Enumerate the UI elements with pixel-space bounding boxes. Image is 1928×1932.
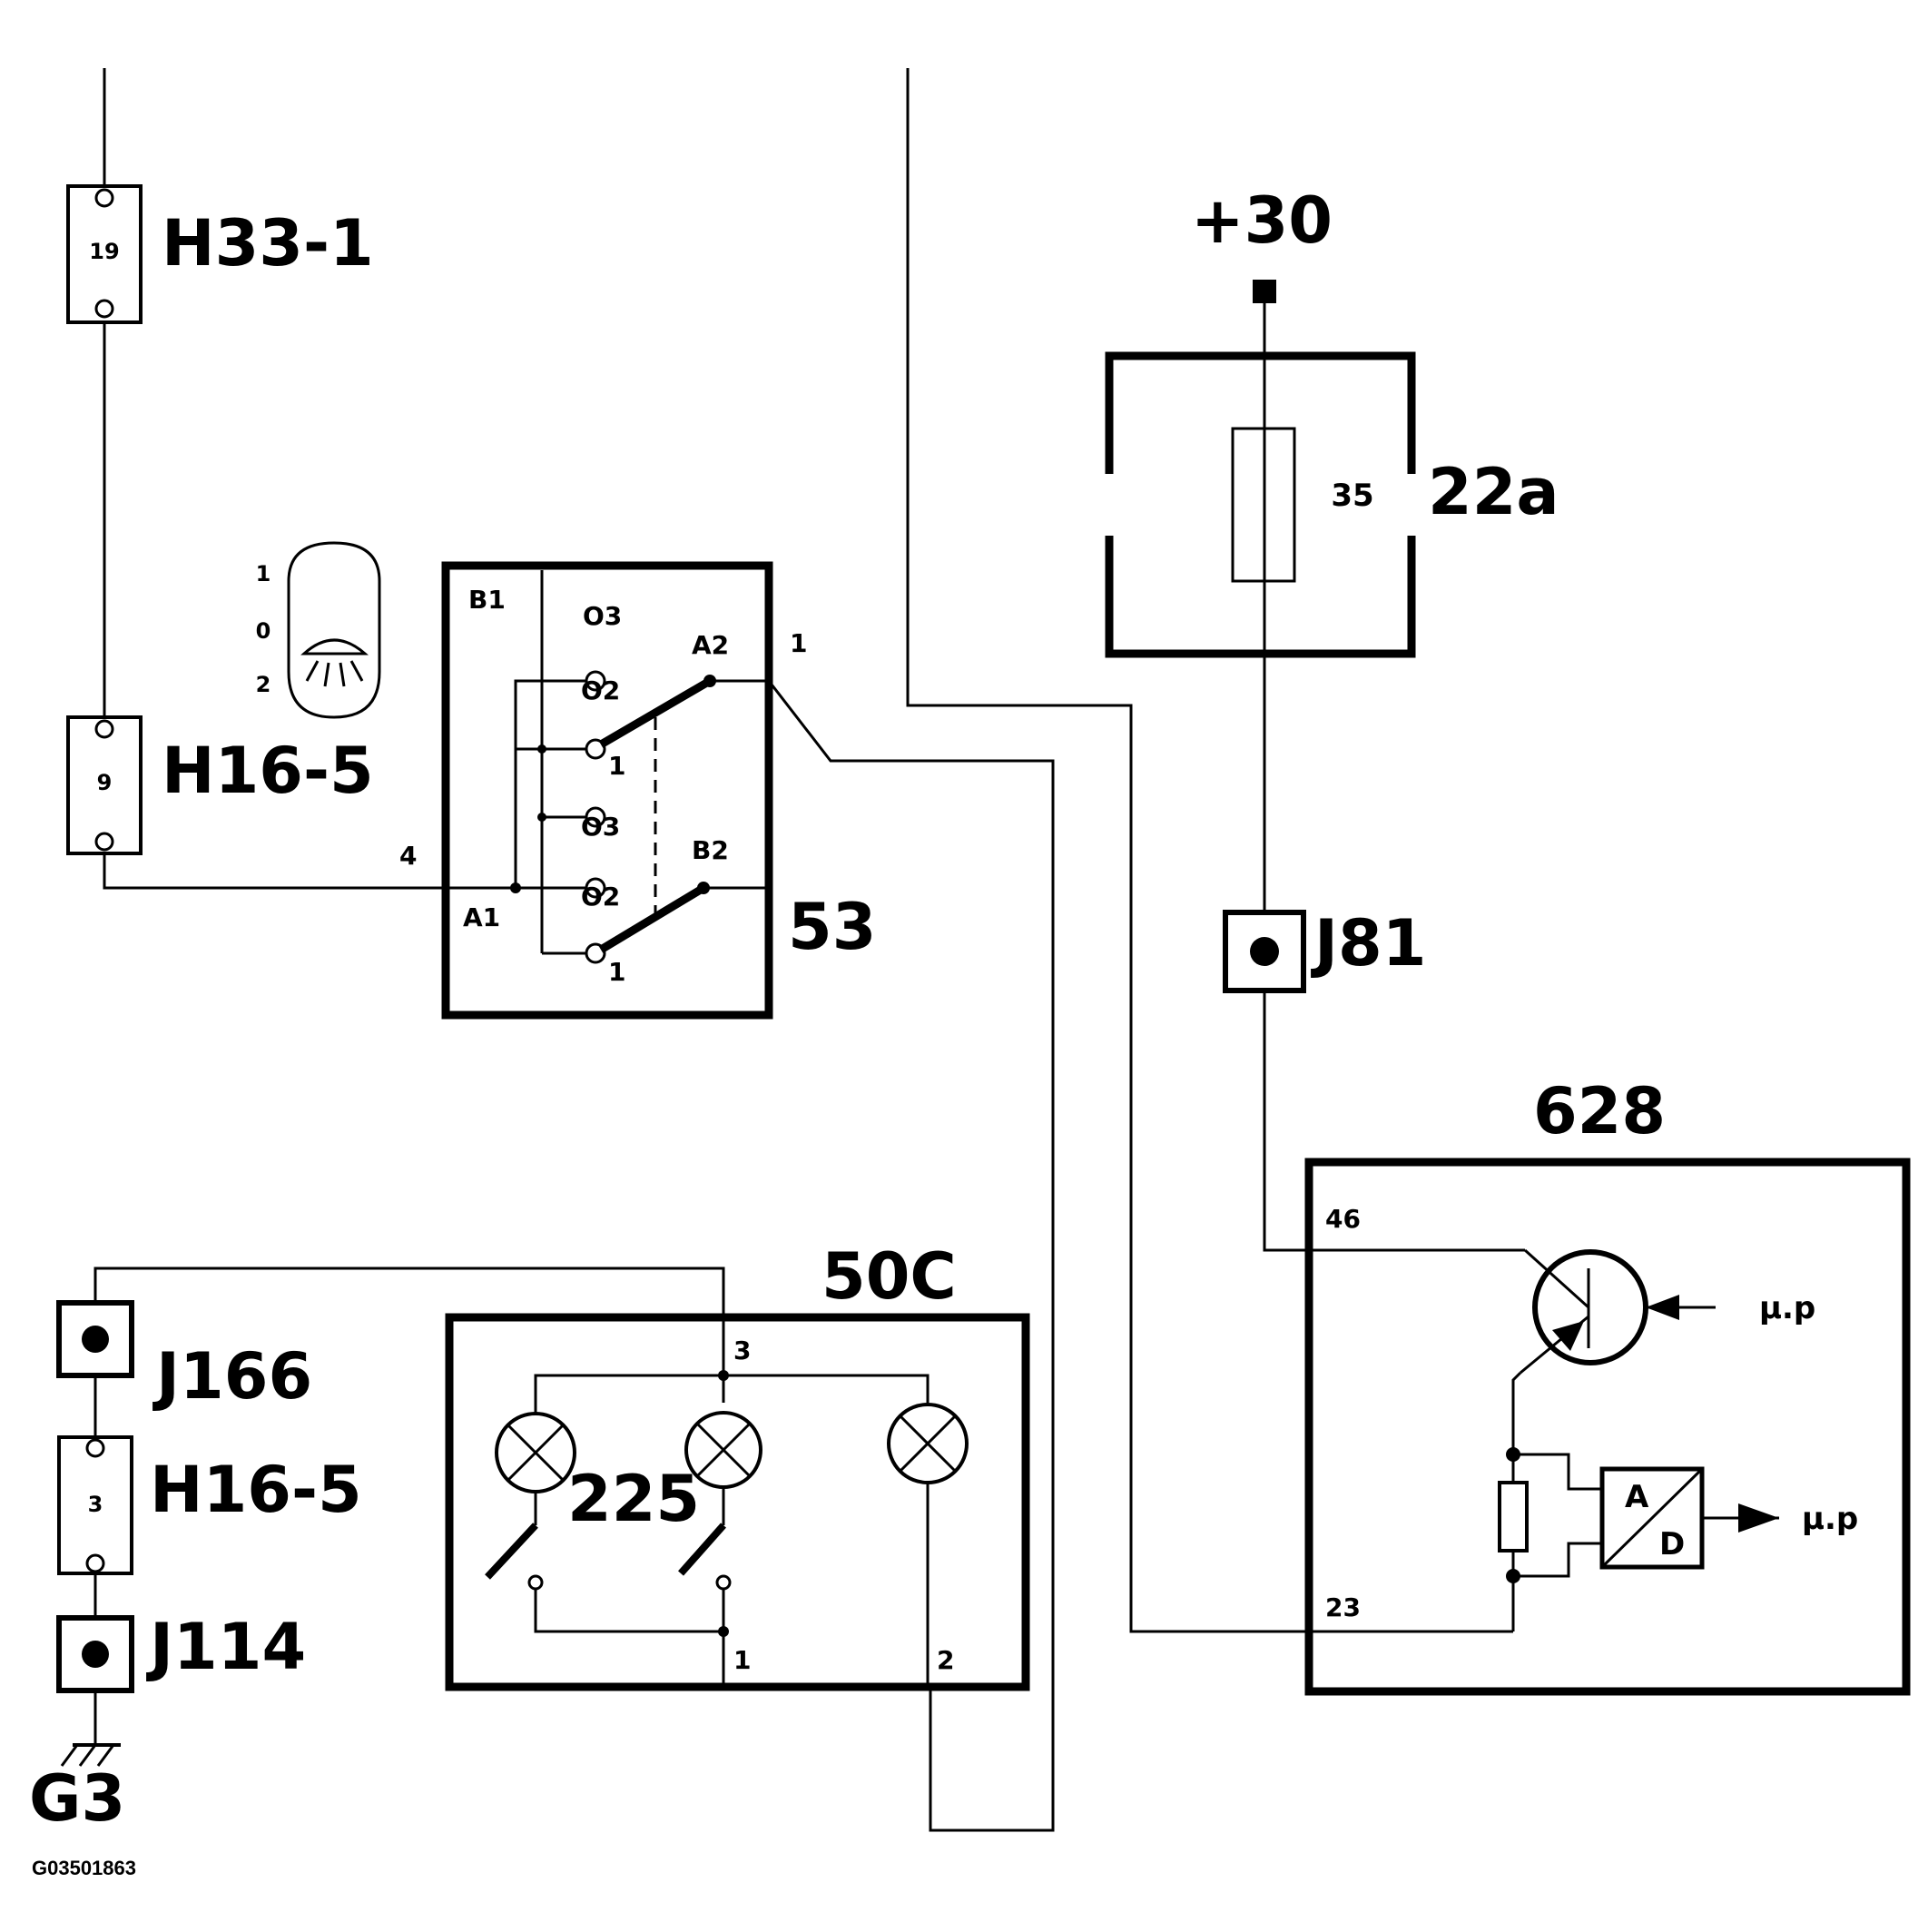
junction-j166: [56, 1300, 134, 1378]
fuse-22a-label: 22a: [1428, 455, 1559, 529]
junction-j81-label: J81: [1311, 906, 1426, 981]
fuse-h16-bottom-pin: 3: [88, 1492, 103, 1517]
fuse-h16-bottom-label: H16-5: [150, 1453, 362, 1527]
fuse-h16-5-top: 9: [66, 715, 143, 855]
term-o1-b: 1: [608, 957, 625, 987]
term-o3-top: O3: [583, 601, 622, 631]
junction-j81: [1223, 910, 1306, 993]
module-628: [1304, 1158, 1911, 1696]
wire-j166-to-50c: [93, 1267, 725, 1350]
fuse-h33-label: H33-1: [162, 206, 374, 281]
term-in-pin: 4: [399, 841, 417, 871]
supply-label: +30: [1191, 183, 1333, 258]
wire-switch-to-50c: [767, 680, 1055, 1832]
pin-50c-2: 2: [937, 1645, 954, 1675]
term-o3-b: O3: [581, 812, 620, 842]
ad-converter-d: D: [1659, 1526, 1685, 1562]
lamp-right: [887, 1403, 969, 1484]
switch-pos-0: 0: [256, 618, 271, 644]
ad-converter-a: A: [1625, 1479, 1649, 1515]
junction-j166-label: J166: [152, 1339, 312, 1414]
term-o2-b: O2: [581, 882, 620, 912]
module-628-output-label: µ.p: [1802, 1501, 1858, 1537]
wire-j81-to-628: [1263, 991, 1525, 1252]
module-628-pin-23: 23: [1325, 1592, 1361, 1622]
pin-50c-1: 1: [733, 1645, 751, 1675]
junction-j114-label: J114: [146, 1610, 306, 1684]
term-o1-a: 1: [608, 751, 625, 781]
lamp-unit-50c: [445, 1313, 1030, 1691]
ground-symbol: [60, 1743, 121, 1767]
fuse-h16-5-bottom: 3: [57, 1435, 133, 1575]
fuse-box-22a: 35: [1105, 351, 1416, 658]
switch-53-label: 53: [788, 890, 876, 964]
fuse-h16-top-label: H16-5: [162, 734, 374, 808]
fuse-h33-pin: 19: [89, 239, 119, 264]
switch-pos-1: 1: [256, 561, 271, 586]
module-628-input-label: µ.p: [1759, 1290, 1815, 1326]
reference-code: G03501863: [32, 1857, 136, 1879]
term-a2: A2: [692, 630, 729, 660]
fuse-h33-1: 19: [66, 184, 143, 324]
fuse-22a-rating: 35: [1331, 478, 1373, 514]
term-b1: B1: [468, 585, 506, 615]
pin-50c-3: 3: [733, 1336, 751, 1365]
left-feed-wire: [103, 68, 522, 890]
ground-label: G3: [29, 1761, 125, 1836]
wire-top-to-628-pin23: [906, 68, 1309, 1633]
term-b2: B2: [692, 835, 729, 865]
lamp-225-label: 225: [567, 1462, 700, 1536]
lamp-middle: [684, 1411, 762, 1489]
supply-terminal: [1253, 280, 1276, 303]
module-628-pin-46: 46: [1325, 1204, 1361, 1234]
lamp-switch-icon: [287, 541, 381, 719]
module-628-label: 628: [1533, 1074, 1666, 1148]
switch-53: [441, 561, 773, 1020]
junction-j114: [56, 1615, 134, 1693]
lamp-left: [495, 1412, 576, 1493]
term-o2-a: O2: [581, 675, 620, 705]
switch-pos-2: 2: [256, 672, 271, 697]
term-a1: A1: [463, 902, 500, 932]
term-out-pin: 1: [790, 628, 807, 658]
lamp-unit-50c-label: 50C: [821, 1239, 957, 1314]
fuse-h16-top-pin: 9: [97, 770, 113, 795]
